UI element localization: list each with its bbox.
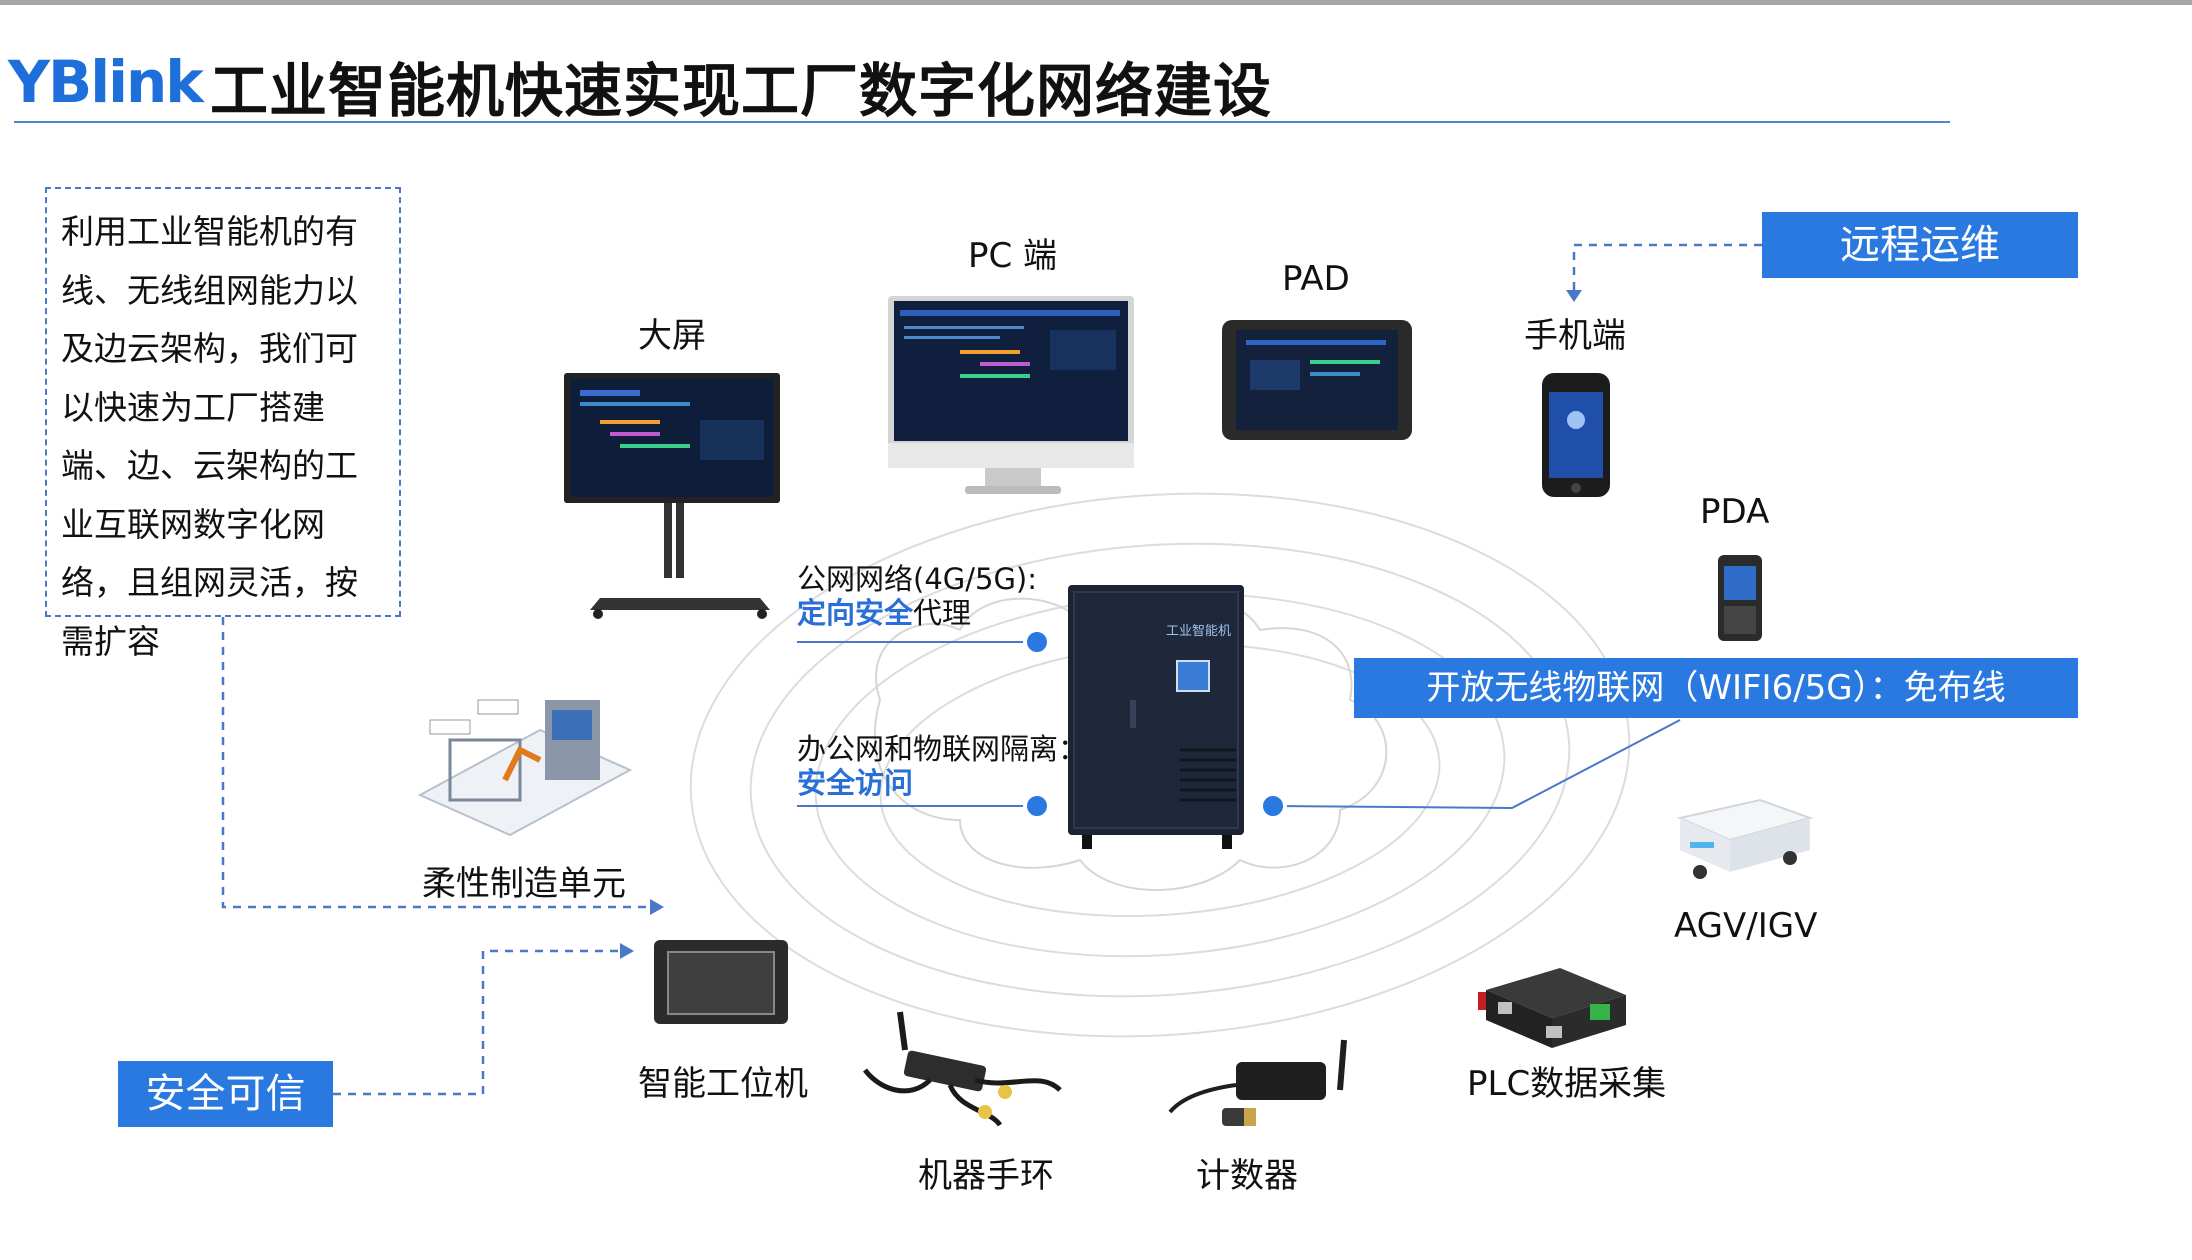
cloud-outline <box>873 590 1388 891</box>
label-big-screen: 大屏 <box>638 316 706 356</box>
label-agv: AGV/IGV <box>1674 906 1818 946</box>
arrow-heads <box>620 290 1582 959</box>
big-screen-device <box>564 373 780 619</box>
office-isolation-line1: 办公网和物联网隔离： <box>797 732 1088 766</box>
agv-device <box>1676 798 1814 879</box>
label-counter: 计数器 <box>1196 1156 1298 1196</box>
intro-text-box: 利用工业智能机的有线、无线组网能力以及边云架构，我们可以快速为工厂搭建端、边、云… <box>45 187 401 661</box>
pad-device <box>1222 320 1412 440</box>
connector-nodes <box>1023 628 1287 820</box>
orbit-rings <box>689 492 1631 1038</box>
public-network-highlight: 定向安全 <box>797 596 914 630</box>
workstation-device <box>654 940 788 1024</box>
phone-device <box>1542 373 1610 497</box>
public-network-note: 公网网络(4G/5G): 定向安全代理 <box>797 562 1037 630</box>
public-network-line1: 公网网络(4G/5G): <box>797 562 1038 596</box>
label-workstation: 智能工位机 <box>638 1064 808 1104</box>
cabinet-label: 工业智能机 <box>1166 624 1232 639</box>
pda-device <box>1718 555 1762 641</box>
page-title: 工业智能机快速实现工厂数字化网络建设 <box>210 57 1273 125</box>
public-network-tail: 代理 <box>913 596 972 630</box>
label-pda: PDA <box>1700 492 1770 532</box>
label-plc: PLC数据采集 <box>1467 1064 1667 1104</box>
label-pc: PC 端 <box>968 236 1058 276</box>
wireless-iot-box: 开放无线物联网（WIFI6/5G）：免布线 <box>1354 658 2078 718</box>
label-phone: 手机端 <box>1524 316 1626 356</box>
top-border <box>0 0 2192 5</box>
office-isolation-note: 办公网和物联网隔离： 安全访问 <box>797 732 1087 800</box>
public-network-line2: 定向安全代理 <box>797 596 1037 630</box>
industrial-cabinet <box>1068 585 1244 849</box>
wristband-device <box>863 1011 1062 1127</box>
brand-logo: YBlink <box>8 48 204 116</box>
secure-box: 安全可信 <box>118 1061 333 1127</box>
pc-monitor-device <box>888 296 1134 494</box>
office-isolation-highlight: 安全访问 <box>797 766 914 800</box>
title-underline <box>14 121 1950 123</box>
remote-ops-box: 远程运维 <box>1762 212 2078 278</box>
flex-manufacturing-cell-device <box>417 699 633 837</box>
label-pad: PAD <box>1282 259 1350 299</box>
plc-device <box>1478 968 1626 1048</box>
counter-device <box>1168 1039 1347 1126</box>
label-wristband: 机器手环 <box>918 1156 1054 1196</box>
label-flex-cell: 柔性制造单元 <box>422 864 626 904</box>
